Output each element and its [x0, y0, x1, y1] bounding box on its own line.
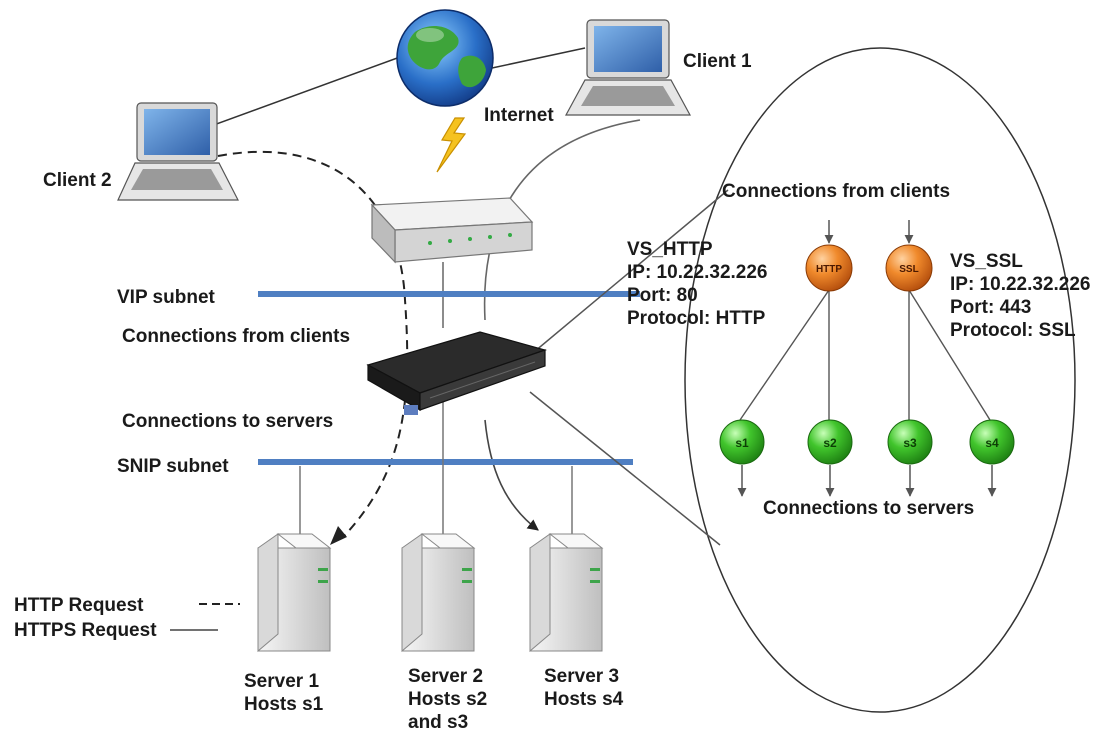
- ssl-to-s4-link: [908, 289, 991, 421]
- vserver-http-node: HTTP: [805, 244, 853, 292]
- client1-label: Client 1: [683, 51, 752, 72]
- vs-ssl-info: VS_SSL IP: 10.22.32.226 Port: 443 Protoc…: [950, 251, 1091, 341]
- https-request-path-lower: [484, 419, 539, 531]
- vs-http-info: VS_HTTP IP: 10.22.32.226 Port: 80 Protoc…: [627, 239, 768, 329]
- zoom-tangent-top: [509, 189, 729, 373]
- netscaler-appliance-icon: [366, 331, 548, 415]
- server1-label: Server 1 Hosts s1: [244, 671, 324, 715]
- svg-text:s2: s2: [823, 436, 837, 450]
- svg-text:s1: s1: [735, 436, 749, 450]
- zoom-ellipse: [684, 47, 1076, 713]
- legend-https-request: HTTPS Request: [14, 620, 157, 641]
- router-icon: [370, 197, 534, 264]
- zoom-tangent-bottom: [529, 391, 721, 546]
- service-s1-node: s1: [719, 419, 765, 465]
- lightning-icon: [436, 117, 467, 173]
- svg-text:SSL: SSL: [899, 264, 918, 275]
- service-s3-node: s3: [887, 419, 933, 465]
- zoom-connections-from-clients-label: Connections from clients: [722, 181, 951, 202]
- connections-from-clients-label: Connections from clients: [122, 326, 351, 347]
- server2-icon: [401, 533, 476, 653]
- https-request-path-upper: [483, 119, 641, 321]
- server3-icon: [529, 533, 604, 653]
- legend-http-request: HTTP Request: [14, 595, 144, 616]
- svg-text:s4: s4: [985, 436, 999, 450]
- svg-text:HTTP: HTTP: [816, 264, 842, 275]
- internet-label: Internet: [484, 105, 554, 126]
- service-s2-node: s2: [807, 419, 853, 465]
- internet-globe-icon: [396, 9, 494, 107]
- svg-text:s3: s3: [903, 436, 917, 450]
- client2-label: Client 2: [43, 170, 112, 191]
- client1-laptop-icon: [564, 19, 692, 116]
- vserver-ssl-node: SSL: [885, 244, 933, 292]
- server2-label: Server 2 Hosts s2 and s3: [408, 666, 488, 733]
- service-s4-node: s4: [969, 419, 1015, 465]
- client1-internet-link: [491, 47, 586, 69]
- zoom-connections-to-servers-label: Connections to servers: [763, 498, 975, 519]
- client2-laptop-icon: [117, 102, 239, 201]
- connections-to-servers-label: Connections to servers: [122, 411, 334, 432]
- vip-subnet-label: VIP subnet: [117, 287, 215, 308]
- http-request-path: [217, 150, 409, 536]
- http-request-arrowhead: [330, 526, 347, 545]
- http-to-s1-link: [739, 289, 830, 421]
- client2-internet-link: [199, 56, 401, 131]
- server3-label: Server 3 Hosts s4: [544, 666, 624, 710]
- server1-icon: [257, 533, 332, 653]
- snip-subnet-label: SNIP subnet: [117, 456, 229, 477]
